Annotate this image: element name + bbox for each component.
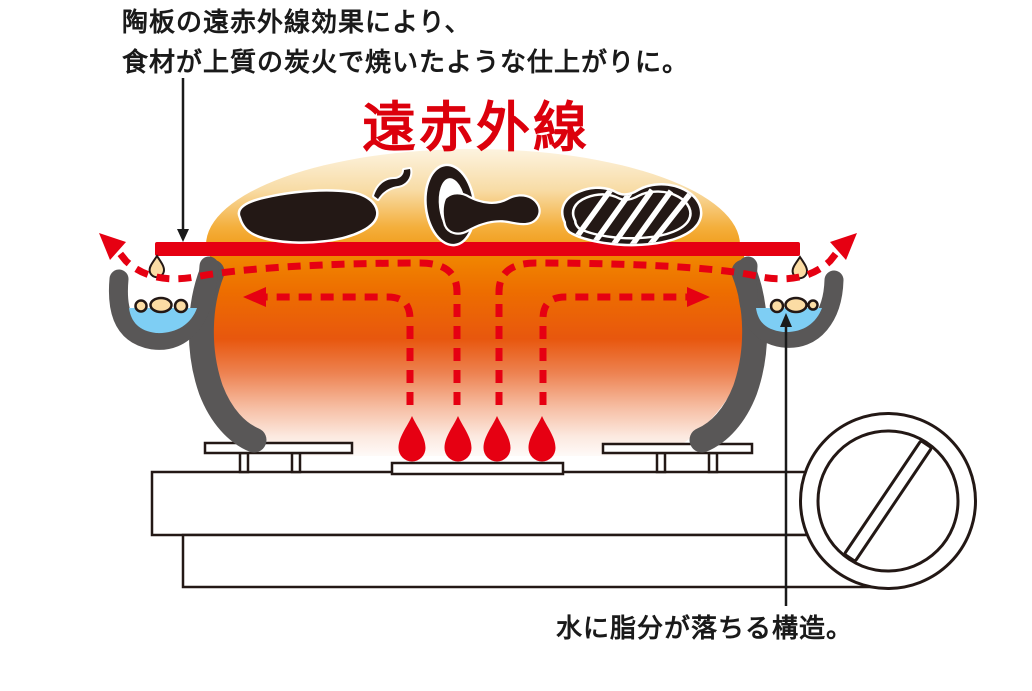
flame-icon <box>398 416 426 462</box>
ceramic-plate <box>155 242 800 256</box>
stove-top-slab <box>150 470 882 537</box>
stove-structure <box>150 441 882 589</box>
flame-icon <box>444 416 472 462</box>
heat-flow-left-under-plate <box>115 248 461 405</box>
up-arrowhead-icon <box>780 313 792 327</box>
annotation-arrowheads <box>177 229 792 327</box>
oil-drop <box>769 298 785 314</box>
flame-icon <box>483 416 511 462</box>
heat-flow-arrow-icon <box>830 233 857 260</box>
stove-base-slab <box>181 533 882 589</box>
pot-body-glow <box>200 250 754 456</box>
mushroom-icon <box>424 163 541 247</box>
heat-flow-arrowheads <box>99 233 857 307</box>
grilled-foods <box>237 163 703 247</box>
right-trivet-leg <box>655 451 667 474</box>
eggplant-icon <box>237 167 413 244</box>
left-trivet-leg <box>290 451 302 474</box>
heat-flow-right-under-plate <box>495 248 841 405</box>
heat-flow-arrow-icon <box>243 287 266 307</box>
right-water-channel <box>737 256 844 348</box>
far-infrared-title: 遠赤外線 <box>362 98 590 158</box>
heat-flow-arrow-icon <box>99 233 126 260</box>
right-trivet-leg <box>707 451 719 474</box>
down-arrowhead-icon <box>177 229 189 242</box>
flame-icon <box>528 416 556 462</box>
burner-flames <box>398 416 556 462</box>
heat-flow-lines <box>115 248 841 405</box>
bottom-annotation: 水に脂分が落ちる構造。 <box>556 613 853 643</box>
left-water-channel <box>108 256 219 350</box>
oil-drop <box>784 296 808 314</box>
oil-drop <box>807 299 819 311</box>
floating-oil-drops <box>134 296 819 314</box>
right-trivet-bar <box>601 442 754 455</box>
control-knob-icon <box>799 412 977 590</box>
left-water <box>129 308 197 334</box>
burner-box <box>390 461 565 476</box>
pot-cross-section <box>108 256 844 453</box>
left-trivet-leg <box>238 451 250 474</box>
oil-droplet-icon <box>148 254 166 279</box>
oil-drop <box>134 299 148 313</box>
left-trivet-bar <box>203 441 354 455</box>
top-annotation-line1: 陶板の遠赤外線効果により、 <box>122 7 471 37</box>
heat-flow-arrow-icon <box>687 287 710 307</box>
steak-icon <box>561 183 703 247</box>
heat-flow-left-inner <box>266 293 414 405</box>
oil-droplet-icon <box>791 255 809 280</box>
annotation-arrows <box>181 78 788 606</box>
top-annotation-line2: 食材が上質の炭火で焼いたような仕上がりに。 <box>122 47 689 77</box>
oil-drop <box>173 298 189 314</box>
oil-drop <box>149 296 173 314</box>
falling-oil-droplets <box>148 254 809 280</box>
heat-flow-right-inner <box>539 293 687 405</box>
knob-grip-bar <box>843 439 933 563</box>
